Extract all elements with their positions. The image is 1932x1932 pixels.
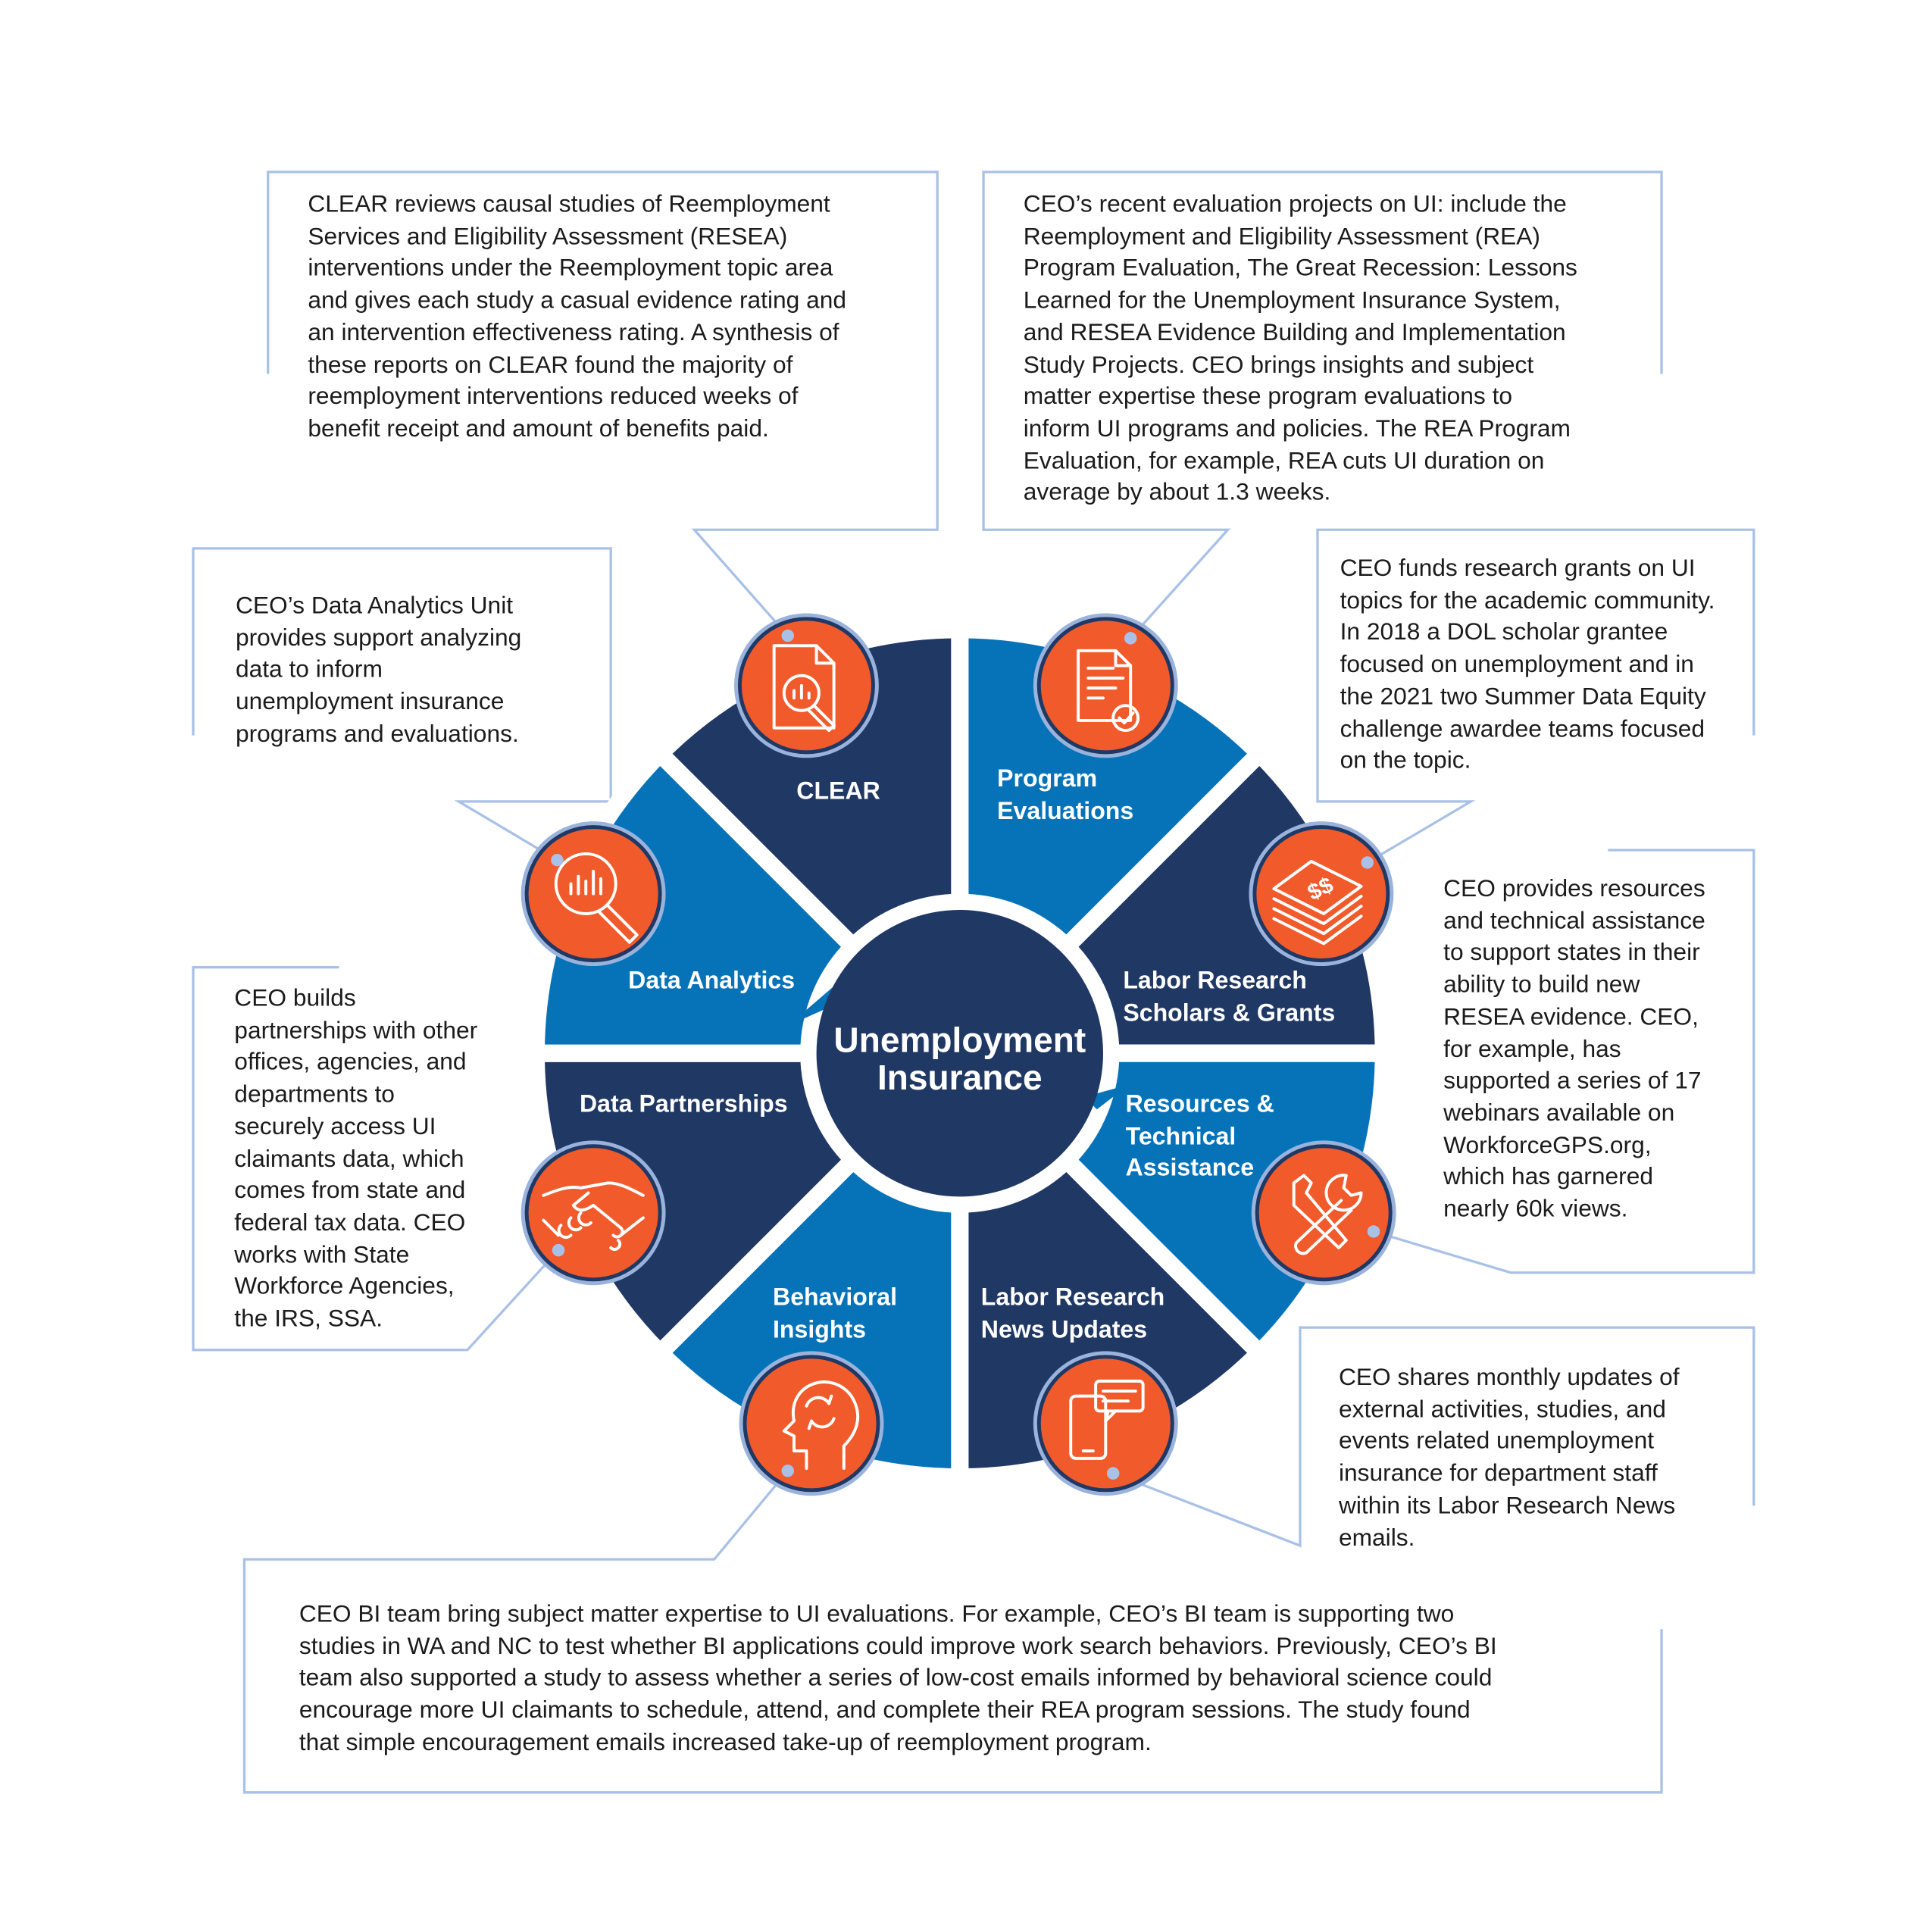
segment-label-behavioral-insights: Behavioral Insights <box>773 1283 898 1343</box>
center-title: Unemployment Insurance <box>833 1021 1086 1097</box>
callout-line-grants <box>1316 528 1755 864</box>
connector-dot <box>551 853 564 867</box>
connector-dot <box>781 1465 794 1477</box>
callout-data-analytics: CEO’s Data Analytics Unit provides suppo… <box>235 593 522 748</box>
connector-dot <box>552 1243 565 1257</box>
callout-line-partnerships <box>192 966 560 1352</box>
connector-dot <box>1367 1225 1380 1238</box>
callout-line-analytics <box>192 547 612 861</box>
callout-program-evaluations: CEO’s recent evaluation projects on UI: … <box>1023 192 1577 507</box>
callout-data-partnerships: CEO builds partnerships with other offic… <box>234 986 478 1333</box>
callout-behavioral-insights: CEO BI team bring subject matter experti… <box>299 1602 1497 1756</box>
callout-clear: CLEAR reviews causal studies of Reemploy… <box>308 192 847 442</box>
callout-line-bi <box>242 1470 1663 1794</box>
head-brain-icon <box>739 1351 884 1496</box>
connector-dot <box>781 629 794 642</box>
callout-lines <box>192 170 1755 1794</box>
segment-label-program-evaluations: Program Evaluations <box>997 765 1134 825</box>
connector-dot <box>1124 632 1137 645</box>
callout-resources: CEO provides resources and technical ass… <box>1443 876 1705 1223</box>
document-search-icon <box>734 613 879 758</box>
segment-label-news-updates: Labor Research News Updates <box>980 1283 1165 1343</box>
arrow-pointer-resources <box>1084 1084 1130 1110</box>
callout-line-clear <box>267 170 939 637</box>
connector-dot <box>1361 856 1374 869</box>
arrow-pointer-analytics <box>787 986 838 1026</box>
segment-label-clear: CLEAR <box>796 777 880 805</box>
magnifier-chart-icon <box>521 821 666 967</box>
segment-label-data-analytics: Data Analytics <box>628 967 796 995</box>
callout-news: CEO shares monthly updates of external a… <box>1338 1365 1680 1552</box>
money-stack-icon: $$ <box>1249 821 1394 967</box>
segment-label-data-partnerships: Data Partnerships <box>580 1090 788 1118</box>
callout-grants: CEO funds research grants on UI topics f… <box>1340 555 1715 775</box>
phone-message-icon <box>1033 1351 1178 1496</box>
callout-line-resources <box>1373 849 1755 1274</box>
segment-label-resources: Resources & Technical Assistance <box>1125 1090 1274 1182</box>
callout-line-program <box>982 170 1663 639</box>
tools-icon <box>1251 1140 1396 1286</box>
center-circle <box>816 909 1104 1197</box>
handshake-icon <box>521 1140 666 1286</box>
callout-line-news <box>1112 1326 1755 1548</box>
connector-dot <box>1106 1467 1120 1480</box>
document-check-icon <box>1033 613 1178 758</box>
segment-label-labor-research-scholars: Labor Research Scholars & Grants <box>1123 967 1336 1027</box>
